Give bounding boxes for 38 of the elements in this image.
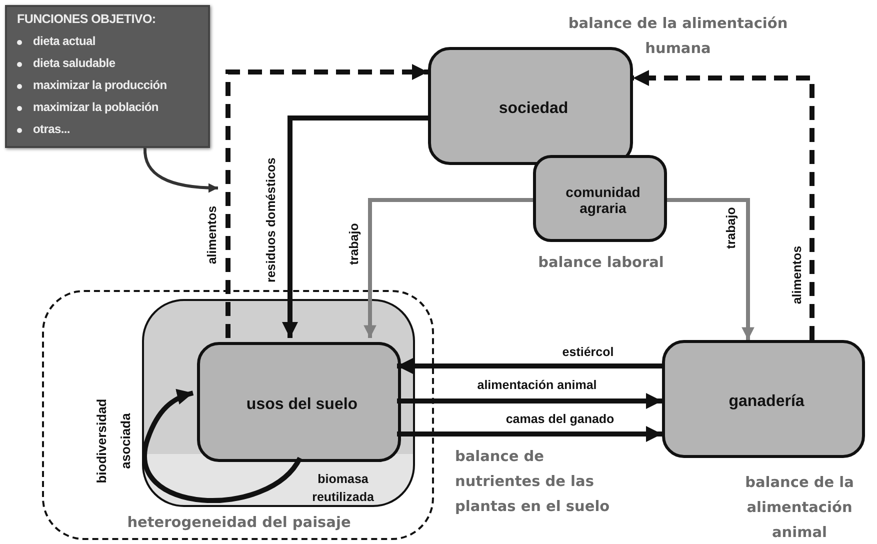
list-item: dieta saludable bbox=[33, 56, 116, 70]
objectives-panel bbox=[5, 5, 210, 148]
arrow bbox=[397, 426, 662, 442]
dashed-region bbox=[42, 290, 434, 540]
arrow bbox=[397, 393, 662, 409]
region-label: biodiversidad asociada bbox=[93, 398, 134, 486]
annotation-text: balance laboral bbox=[537, 254, 665, 273]
edge-label: alimentación animal bbox=[477, 378, 597, 392]
node-label: comunidad agraria bbox=[564, 184, 642, 216]
list-item: maximizar la población bbox=[33, 100, 158, 114]
region-label: heterogeneidad del paisaje bbox=[126, 514, 352, 533]
arrow bbox=[282, 116, 428, 338]
node-label: ganadería bbox=[728, 393, 804, 411]
panel-heading: FUNCIONES OBJETIVO: bbox=[17, 12, 156, 26]
arrow bbox=[633, 70, 814, 340]
edge-label: trabajo bbox=[347, 223, 361, 265]
arrow bbox=[397, 358, 662, 374]
annotation-text: balance de nutrientes de las plantas en el suelo bbox=[455, 448, 611, 517]
annotation-text: balance de la alimentación humana bbox=[567, 15, 789, 59]
edge-label: camas del ganado bbox=[506, 412, 614, 426]
arrow bbox=[667, 198, 754, 340]
list-item: maximizar la producción bbox=[33, 78, 167, 92]
edge-label: alimentos bbox=[205, 206, 219, 264]
edge-label: estiércol bbox=[562, 345, 614, 359]
arrow bbox=[144, 148, 218, 193]
node-label: usos del suelo bbox=[246, 396, 358, 414]
edge-label: alimentos bbox=[790, 246, 804, 304]
arrow bbox=[226, 64, 428, 338]
arrow bbox=[142, 390, 302, 503]
edge-label: biomasa reutilizada bbox=[311, 471, 375, 506]
list-item: dieta actual bbox=[33, 34, 96, 48]
node-label: sociedad bbox=[498, 100, 568, 118]
arrow bbox=[364, 198, 533, 338]
list-item: otras... bbox=[33, 122, 70, 136]
edge-label: trabajo bbox=[724, 207, 738, 249]
annotation-text: balance de la alimentación animal bbox=[744, 474, 855, 543]
edge-label: residuos domésticos bbox=[264, 157, 278, 283]
process-box bbox=[197, 342, 401, 462]
